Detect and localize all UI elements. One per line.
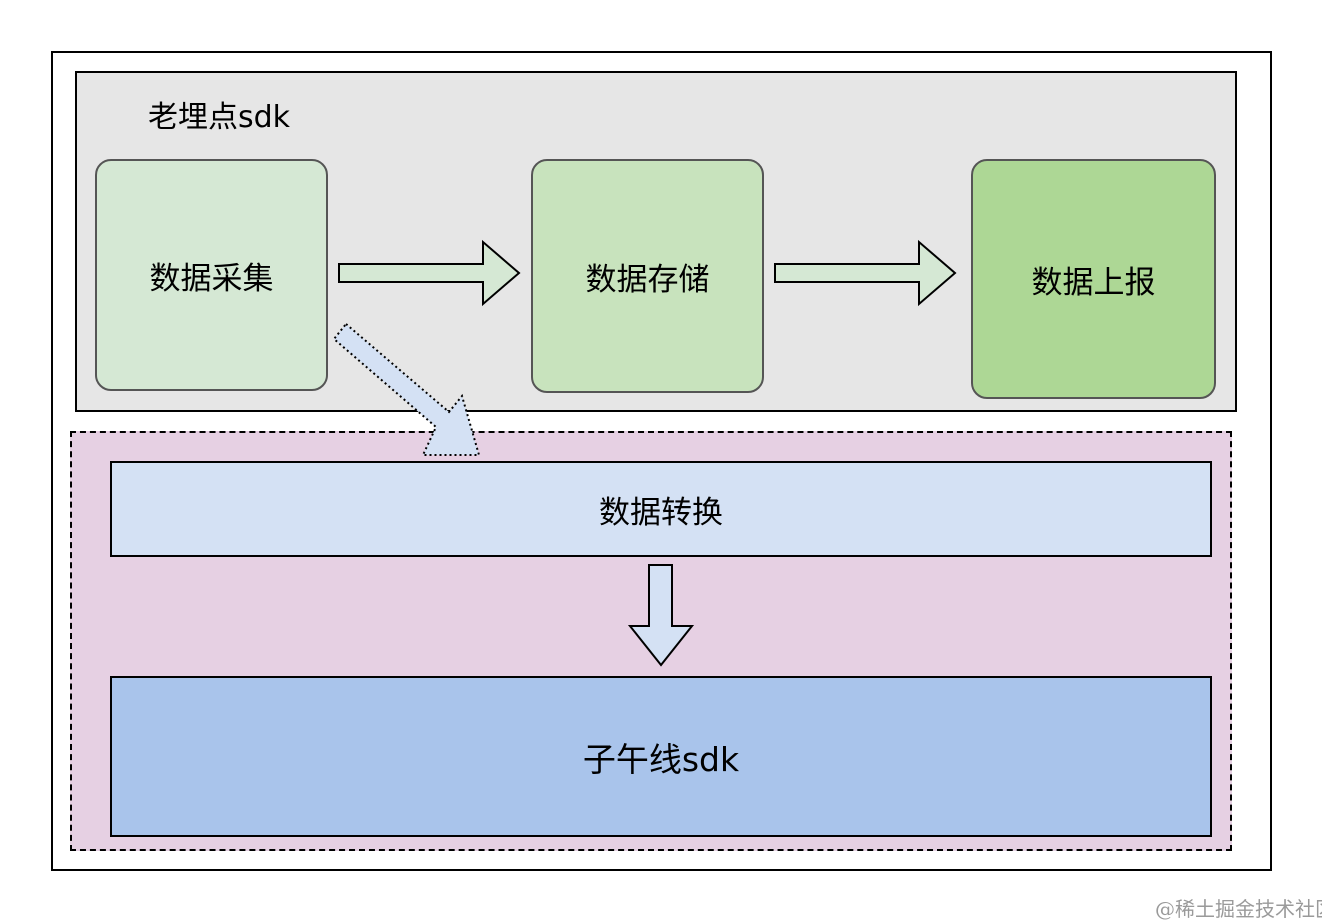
arrow-store-to-report [774,239,957,307]
arrow-collect-to-store [338,239,521,307]
node-data-store: 数据存储 [531,159,764,393]
node-data-report: 数据上报 [971,159,1216,399]
old-sdk-title: 老埋点sdk [148,100,291,135]
node-ziwuxian-sdk: 子午线sdk [110,676,1212,837]
arrow-convert-to-target [627,564,695,667]
watermark: @稀土掘金技术社区 [1155,897,1322,921]
node-data-convert: 数据转换 [110,461,1212,557]
node-data-collect: 数据采集 [95,159,328,391]
arrow-collect-to-convert [332,322,481,456]
